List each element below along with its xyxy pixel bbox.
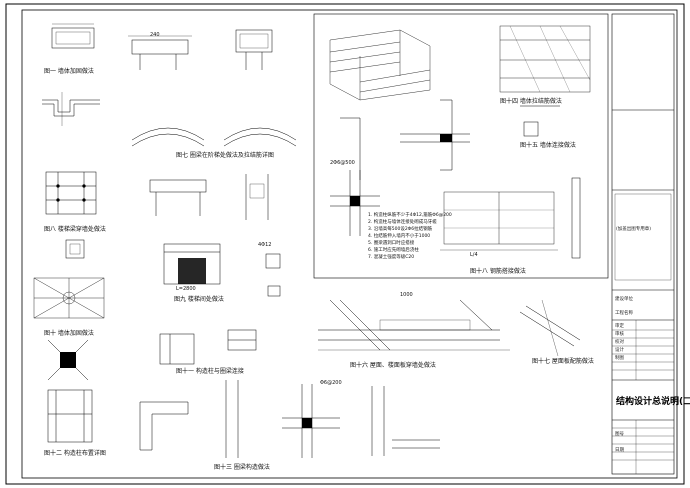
note-7: 7. 混凝土强度等级C20 (368, 255, 415, 260)
detail-small-column (65, 239, 85, 259)
detail-column-strip (520, 105, 581, 259)
tb-row-client: 建设单位 (615, 297, 633, 302)
detail-column-elevation (163, 243, 281, 297)
note-2: 2. 构造柱与墙体连接处砌成马牙槎 (368, 220, 437, 225)
detail-x-brace (47, 339, 89, 381)
tb-row-review: 审核 (615, 332, 624, 337)
caption-fig17: 图十七 屋面板配筋做法 (532, 358, 594, 365)
dim-label-240: 240 (150, 32, 160, 38)
dim-label-stirrup: Φ6@200 (320, 380, 342, 386)
tb-row-check: 校对 (615, 340, 624, 345)
detail-bar-splice (519, 299, 581, 357)
dim-label-1000: 1000 (400, 292, 413, 298)
outer-border (5, 3, 685, 485)
caption-fig7: 图七 圈梁在阶梯处做法及拉结筋详图 (176, 152, 274, 159)
note-5: 5. 圈梁遇洞口时应搭接 (368, 241, 415, 246)
caption-fig1: 图一 墙体加固做法 (44, 68, 94, 75)
detail-wall-elevation-hatched (499, 25, 591, 93)
tb-row-approve: 审定 (615, 324, 624, 329)
detail-cross-plan (330, 170, 380, 236)
caption-fig13: 图十三 圈梁构造做法 (214, 464, 270, 471)
detail-panel-top-right (313, 13, 609, 279)
detail-wall-panel-elevation (440, 191, 558, 251)
tb-row-drawing-no: 图号 (615, 432, 624, 437)
caption-fig9: 图九 楼梯间处做法 (174, 296, 224, 303)
detail-brick-wall-3d (329, 29, 431, 101)
note-6: 6. 施工时应先砌墙后浇柱 (368, 248, 419, 253)
detail-roof-beam (318, 299, 510, 351)
inner-border (21, 9, 678, 479)
detail-frame-section (47, 389, 93, 443)
detail-wall-tee-plan (340, 99, 470, 180)
note-3: 3. 沿墙高每500设2Φ6拉结钢筋 (368, 227, 433, 232)
detail-section-a (159, 329, 257, 365)
caption-fig11: 图十一 构造柱与圈梁连接 (176, 368, 244, 375)
dim-label-rebar: 4Φ12 (258, 242, 272, 248)
detail-beam-section (128, 35, 192, 70)
caption-fig12: 图十二 构造柱布置详图 (44, 450, 106, 457)
tb-row-draw: 制图 (615, 356, 624, 361)
tb-row-design: 设计 (615, 348, 624, 353)
caption-fig8: 图八 楼梯梁穿墙处做法 (44, 226, 106, 233)
caption-fig18: 图十八 钢筋搭接做法 (470, 268, 526, 275)
sheet-title: 结构设计总说明(二) (616, 397, 690, 407)
caption-fig10: 图十 墙体加固做法 (44, 330, 94, 337)
stamp-box (614, 193, 672, 281)
caption-fig14: 图十四 墙体拉结筋做法 (500, 98, 562, 105)
detail-column-junction (282, 384, 340, 458)
dim-label-quarter: L/4 (470, 252, 478, 258)
detail-bottom-wall (371, 386, 440, 456)
detail-column-plan (45, 171, 97, 215)
detail-stair-beam (149, 174, 269, 220)
dim-label-tie: 2Φ6@500 (330, 160, 355, 166)
tb-row-project: 工程名称 (615, 311, 633, 316)
detail-arch-roof (131, 127, 297, 147)
title-block (611, 13, 675, 475)
detail-wall-section-1 (51, 23, 95, 49)
detail-wall-corner (139, 380, 239, 458)
dim-label-length: L=2800 (176, 286, 196, 292)
stamp-label: (加盖出图专用章) (616, 227, 652, 232)
note-4: 4. 拉结筋伸入墙内不小于1000 (368, 234, 431, 239)
note-1: 1. 构造柱纵筋不少于4Φ12,箍筋Φ6@200 (368, 213, 452, 218)
caption-fig16: 图十六 屋面、楼面板穿墙处做法 (350, 362, 436, 369)
detail-lintel-section (235, 29, 273, 70)
tb-row-date: 日期 (615, 448, 624, 453)
caption-fig15: 图十五 墙体连接做法 (520, 142, 576, 149)
detail-tie-bar-plan (42, 92, 100, 126)
detail-grid-plan (33, 277, 105, 319)
